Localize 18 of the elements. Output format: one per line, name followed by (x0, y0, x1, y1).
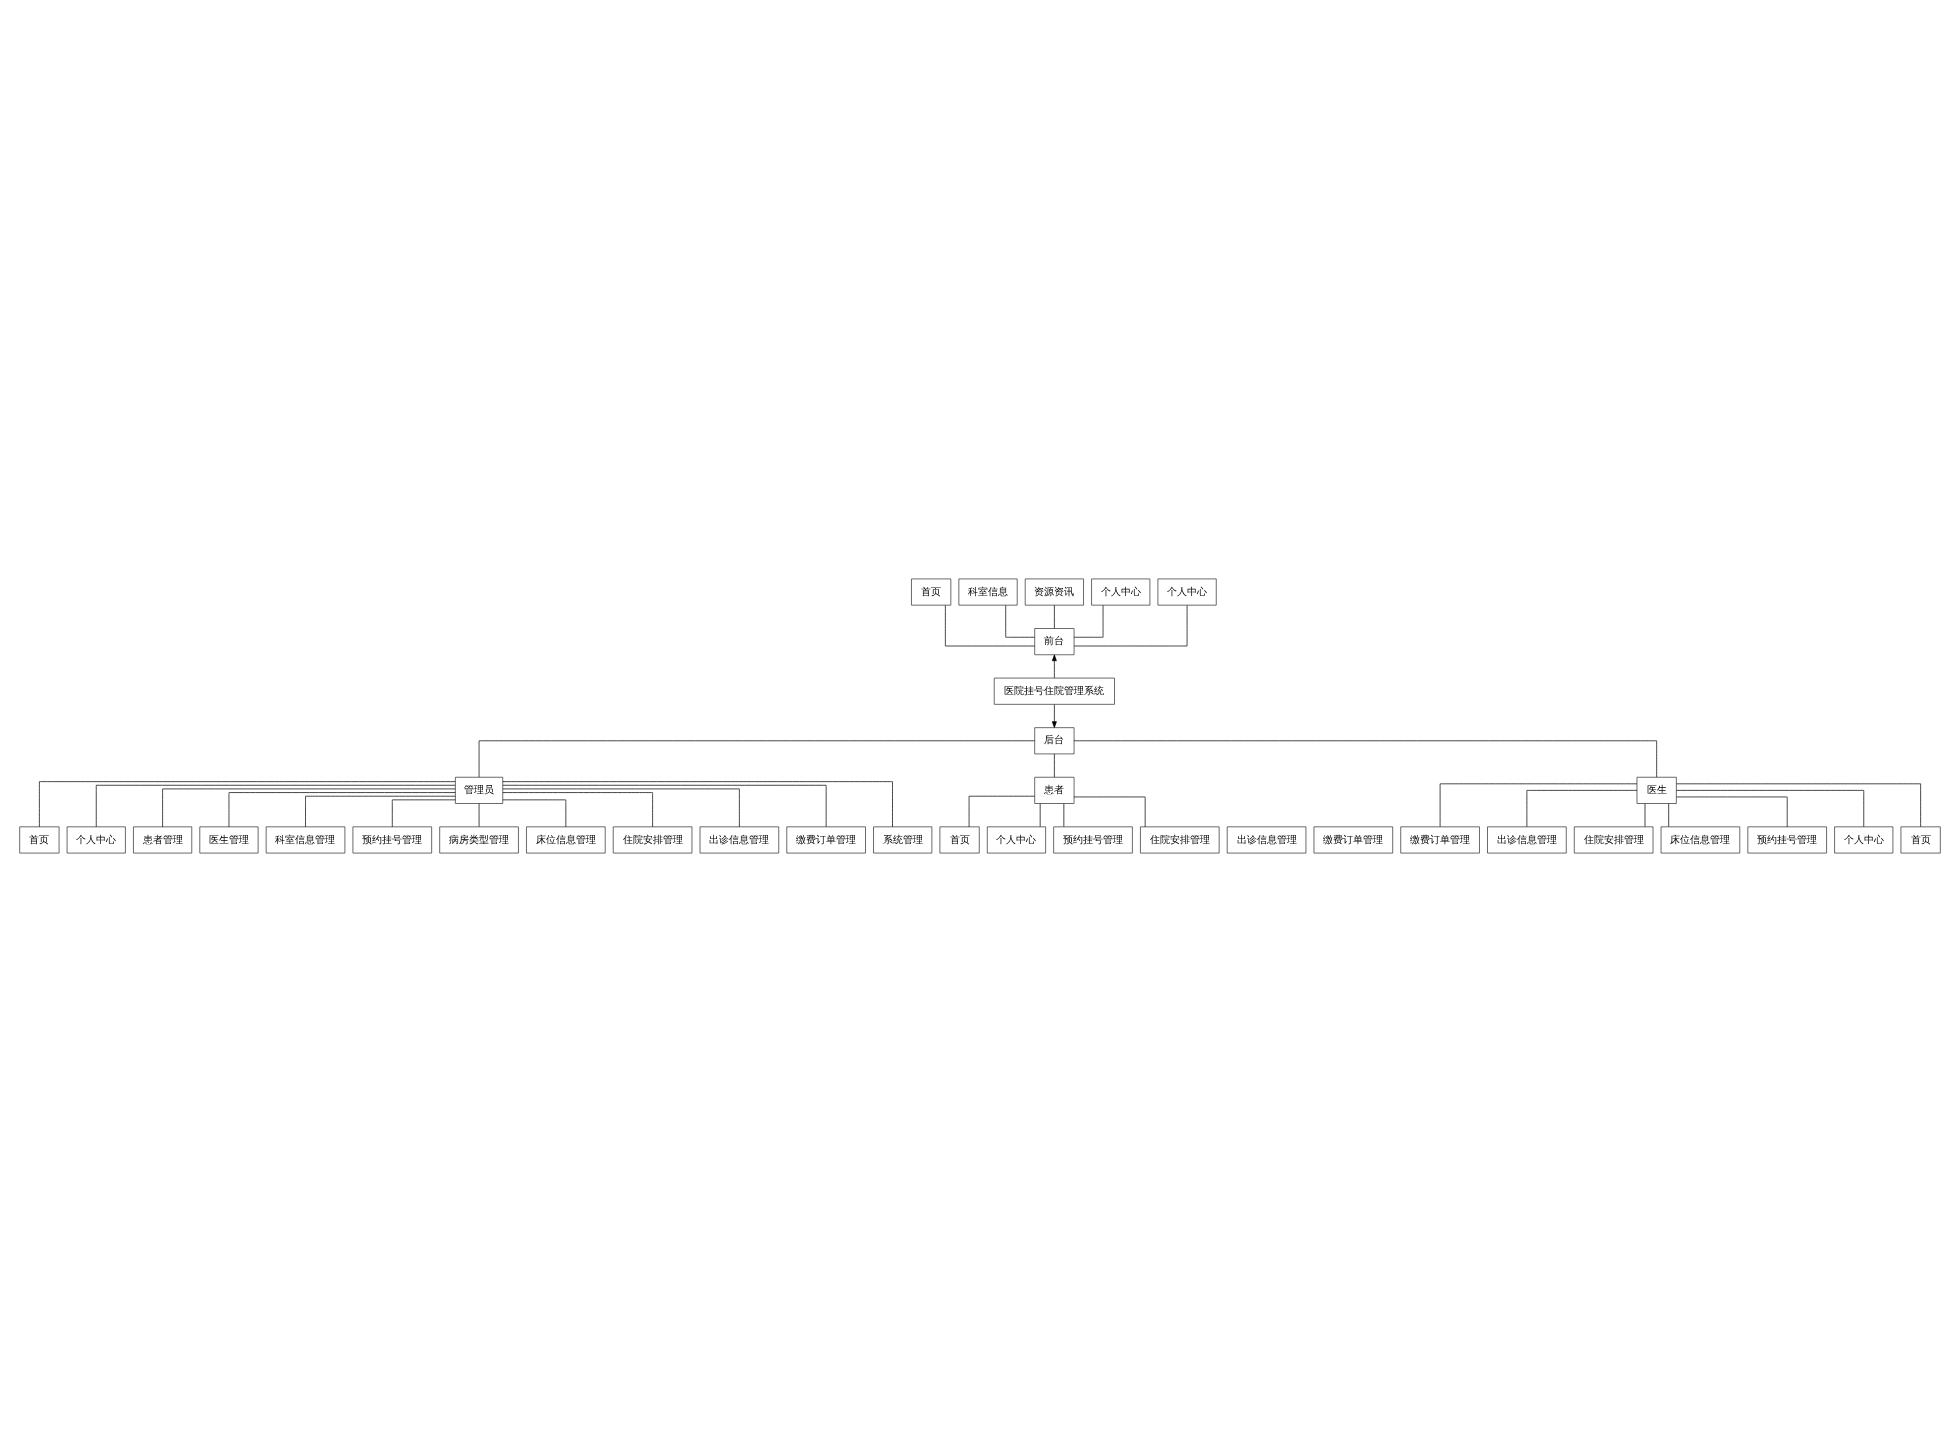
connector (945, 604, 1035, 646)
arrow (1051, 653, 1057, 678)
connector (1039, 802, 1041, 826)
connector (502, 780, 893, 827)
connector (1526, 789, 1638, 827)
connector (305, 794, 456, 827)
connector (502, 787, 740, 827)
connector (162, 787, 456, 827)
connector (228, 791, 456, 827)
connector (1054, 603, 1055, 628)
connector (1063, 802, 1065, 826)
connector (1668, 802, 1670, 826)
arrow (1051, 703, 1057, 727)
connector (1073, 739, 1658, 777)
connector (391, 798, 456, 827)
connector (39, 780, 456, 827)
connector (1054, 752, 1055, 777)
connector (502, 791, 653, 827)
